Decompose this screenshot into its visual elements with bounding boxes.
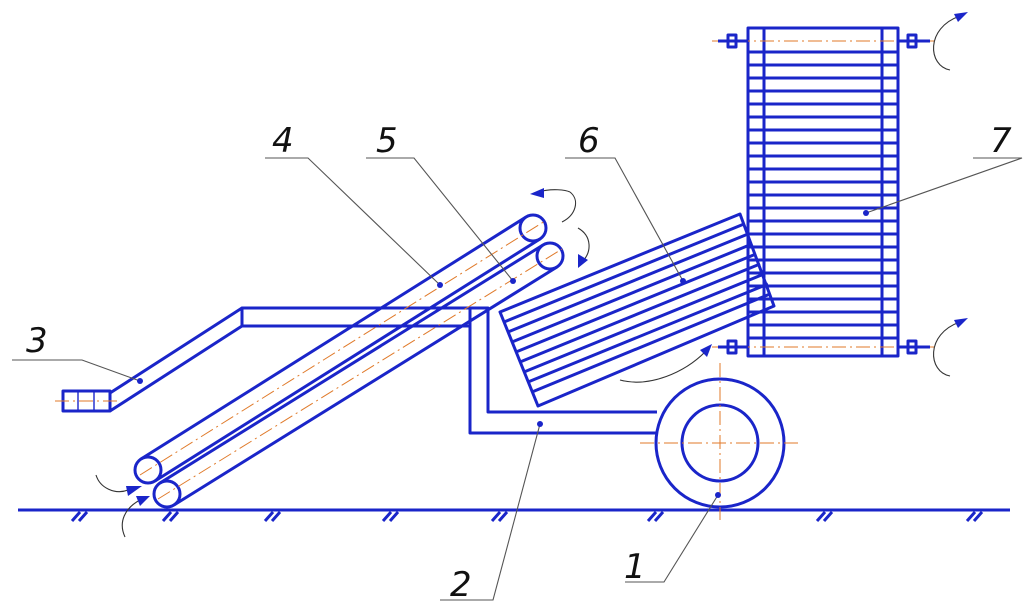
label-drawbar: 3 <box>26 321 48 361</box>
drawbar <box>55 306 470 413</box>
ground-hatching <box>70 511 984 522</box>
leaders <box>12 157 1023 601</box>
drum <box>712 26 935 358</box>
label-frame: 2 <box>450 565 472 603</box>
chamber <box>498 212 776 408</box>
rotation-arrows <box>95 12 968 538</box>
label-chamber: 6 <box>578 121 600 161</box>
label-wheel: 1 <box>624 547 646 587</box>
conveyor-lower <box>133 213 548 485</box>
conveyor-upper <box>152 241 565 509</box>
frame <box>468 306 657 435</box>
ground <box>18 508 1010 522</box>
label-conveyor-lower: 4 <box>272 121 294 161</box>
label-conveyor-upper: 5 <box>376 121 398 161</box>
label-drum: 7 <box>990 121 1012 161</box>
